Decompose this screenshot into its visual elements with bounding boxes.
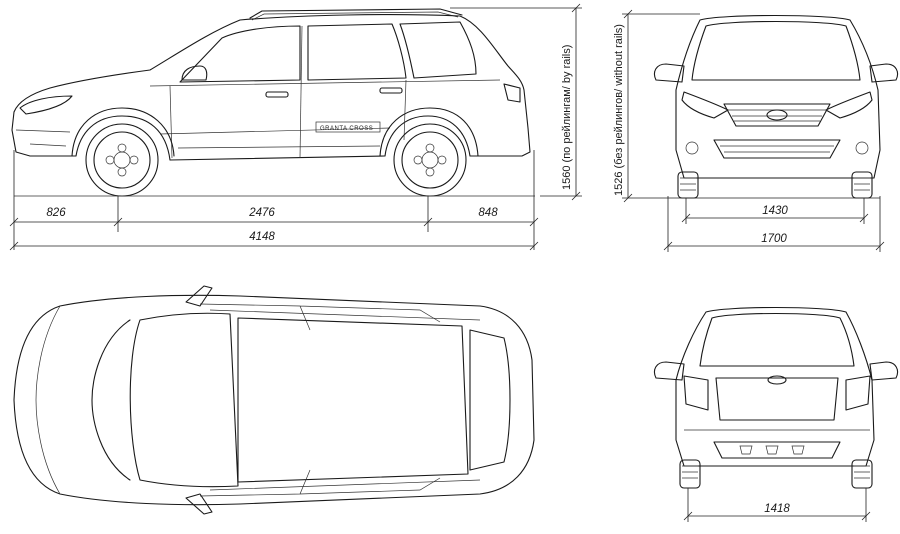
roof-rail bbox=[249, 8, 463, 19]
rear-wheel bbox=[393, 123, 467, 197]
front-windshield bbox=[691, 20, 861, 81]
tailgate-panel bbox=[715, 377, 839, 421]
rear-tire-left bbox=[679, 459, 701, 489]
height-without-rails-label: 1526 (без рейлингов/ without rails) bbox=[613, 24, 625, 196]
front-view bbox=[653, 14, 899, 199]
overall-width-label: 1700 bbox=[761, 233, 787, 245]
hood-line bbox=[91, 319, 131, 481]
front-wheel-arch bbox=[71, 107, 175, 157]
lower-intake bbox=[713, 139, 841, 159]
brand-logo-icon bbox=[766, 109, 788, 121]
rear-track-label: 1418 bbox=[764, 503, 790, 515]
rear-dimensions: 1418 bbox=[683, 488, 871, 522]
front-wheel bbox=[85, 123, 159, 197]
side-view: GRANTA CROSS bbox=[11, 8, 535, 197]
rear-window bbox=[699, 312, 855, 367]
side-mirror bbox=[181, 65, 208, 81]
rear-tire-right bbox=[851, 459, 873, 489]
wheelbase-label: 2476 bbox=[248, 207, 275, 219]
top-mirror-right bbox=[185, 493, 213, 515]
front-mirror-left bbox=[653, 63, 685, 83]
top-rear-window bbox=[469, 329, 511, 471]
top-roof bbox=[237, 317, 469, 483]
rear-wheel-arch bbox=[379, 107, 479, 157]
side-dimensions: 826 2476 848 4148 1560 (по рейлингам/ by… bbox=[9, 3, 582, 251]
taillight-left bbox=[683, 375, 709, 411]
side-window-front bbox=[179, 25, 301, 83]
overall-length-label: 4148 bbox=[249, 231, 275, 243]
rear-logo-icon bbox=[767, 375, 787, 385]
door-handle-front bbox=[265, 91, 289, 98]
front-tire-left bbox=[677, 171, 699, 199]
front-track-label: 1430 bbox=[762, 205, 788, 217]
model-badge: GRANTA CROSS bbox=[320, 126, 373, 132]
door-handle-rear bbox=[379, 87, 403, 94]
top-roof-rails bbox=[209, 309, 481, 491]
headlight-left bbox=[681, 91, 729, 119]
headlight-side bbox=[19, 95, 73, 115]
rear-mirror-left bbox=[653, 361, 685, 381]
side-body-outline bbox=[11, 14, 531, 161]
front-dimensions: 1526 (без рейлингов/ without rails) 1430… bbox=[613, 9, 885, 252]
height-with-rails-label: 1560 (по рейлингам/ by rails) bbox=[561, 45, 573, 190]
front-mirror-right bbox=[869, 63, 899, 83]
rear-view bbox=[653, 306, 899, 489]
front-overhang-label: 826 bbox=[46, 207, 66, 219]
taillight-right bbox=[845, 375, 871, 411]
rear-mirror-right bbox=[869, 361, 899, 381]
top-body-outline bbox=[13, 294, 535, 506]
top-mirror-left bbox=[185, 285, 213, 307]
rear-overhang-label: 848 bbox=[478, 207, 498, 219]
side-window-quarter bbox=[399, 21, 477, 79]
front-tire-right bbox=[851, 171, 873, 199]
headlight-right bbox=[825, 91, 873, 119]
rear-body-outline bbox=[675, 306, 875, 467]
fog-light-left bbox=[685, 141, 699, 155]
front-grille bbox=[723, 103, 831, 127]
taillight-side bbox=[503, 83, 521, 103]
top-windshield bbox=[129, 312, 239, 488]
rear-skid-plate bbox=[713, 441, 841, 459]
side-window-rear-door bbox=[307, 23, 407, 81]
fog-light-right bbox=[855, 141, 869, 155]
top-view bbox=[13, 285, 535, 515]
front-body-outline bbox=[675, 14, 881, 179]
